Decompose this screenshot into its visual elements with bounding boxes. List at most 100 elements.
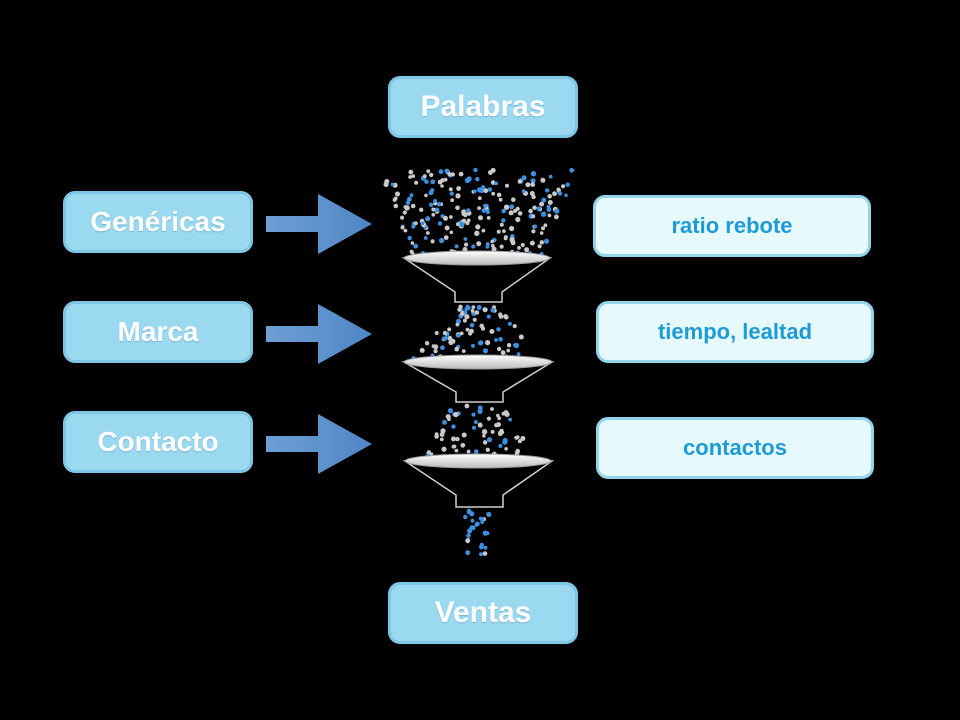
particle-dot — [521, 175, 527, 181]
particle-dot — [539, 231, 544, 235]
particle-dot — [448, 339, 454, 346]
particle-dot — [479, 544, 484, 550]
particle-dot — [426, 450, 431, 455]
particle-dot — [475, 224, 481, 230]
particle-dot — [499, 244, 504, 249]
particle-dot — [532, 205, 537, 210]
particle-dot — [485, 447, 490, 452]
particle-dot — [402, 210, 407, 215]
particle-dot — [557, 191, 563, 196]
particle-dot — [465, 305, 471, 311]
particle-dot — [392, 197, 397, 202]
particle-dot — [517, 211, 523, 216]
particle-dot — [455, 318, 462, 324]
particle-dot — [424, 341, 430, 346]
particle-dot — [447, 327, 452, 332]
particle-dot — [461, 432, 467, 438]
particle-dot — [468, 331, 473, 336]
particle-dot — [451, 424, 456, 429]
particle-dot — [455, 205, 460, 211]
particle-dot — [455, 436, 460, 442]
particle-dot — [443, 215, 448, 221]
particle-dot — [410, 203, 416, 209]
particle-dot — [530, 182, 535, 187]
particle-dot — [490, 167, 496, 173]
particle-dot — [529, 240, 535, 246]
particle-dot — [441, 446, 447, 452]
particle-dot — [471, 343, 475, 348]
metric-box-ratio-rebote: ratio rebote — [593, 195, 871, 257]
particle-dot — [470, 518, 475, 523]
arrow-icon-genericas — [266, 194, 372, 254]
particle-dot — [486, 511, 492, 517]
particle-dot — [473, 449, 479, 454]
particle-dot — [544, 238, 549, 244]
stage-box-marca: Marca — [63, 301, 253, 363]
particle-dot — [464, 314, 470, 320]
particle-dot — [443, 177, 448, 182]
arrow-icon-marca — [266, 304, 372, 364]
particle-dot — [543, 223, 548, 228]
particle-dot — [465, 220, 470, 226]
particle-dot — [439, 437, 444, 442]
particle-dot — [428, 202, 434, 207]
particle-dot — [447, 335, 453, 341]
particle-dot — [561, 184, 566, 189]
stage-box-genericas: Genéricas — [63, 191, 253, 253]
particle-dot — [485, 531, 490, 536]
particle-dot — [508, 417, 512, 422]
particle-dot — [430, 179, 436, 185]
particle-dot — [487, 187, 493, 192]
particle-dot — [448, 187, 453, 192]
particle-dot — [496, 346, 502, 352]
particle-dot — [439, 237, 445, 244]
particle-dot — [462, 318, 467, 323]
particle-dot — [547, 200, 553, 205]
particle-dot — [454, 448, 459, 453]
particle-dot — [539, 201, 545, 207]
particle-dot — [447, 408, 454, 414]
particle-dot — [461, 349, 466, 353]
particle-dot — [529, 191, 535, 196]
particle-dot — [533, 224, 538, 229]
particle-dot — [423, 236, 428, 240]
particle-dot — [565, 182, 570, 187]
particle-dot — [466, 208, 471, 213]
particle-dot — [425, 231, 430, 235]
particle-dot — [449, 215, 453, 219]
particle-dot — [445, 414, 451, 420]
particle-dot — [464, 403, 470, 409]
particle-dot — [483, 188, 489, 194]
particle-dot — [504, 411, 510, 417]
particle-dot — [479, 552, 483, 557]
particle-dot — [419, 207, 424, 212]
bottom-label-ventas: Ventas — [388, 582, 578, 644]
particle-dot — [496, 192, 502, 198]
particle-dot — [496, 327, 501, 332]
particle-dot — [437, 221, 443, 226]
particle-dot — [491, 246, 497, 252]
particle-dot — [512, 343, 517, 347]
particle-dot — [442, 330, 448, 336]
particle-dot — [478, 215, 483, 221]
particle-dot — [429, 172, 434, 178]
particle-dot — [431, 212, 436, 217]
particle-dot — [466, 508, 472, 513]
particle-dot — [466, 533, 471, 538]
particle-dot — [503, 236, 508, 241]
particle-dot — [509, 237, 515, 243]
particle-dot — [424, 193, 428, 198]
particle-dot — [525, 182, 531, 188]
particle-dot — [459, 311, 464, 316]
particle-dot — [437, 179, 443, 185]
particle-dot — [540, 177, 546, 183]
particle-dot — [530, 178, 536, 184]
particle-dot — [460, 442, 466, 448]
particle-dot — [507, 321, 512, 326]
particle-dot — [530, 171, 537, 177]
particle-dot — [472, 317, 477, 322]
particle-dot — [481, 208, 487, 213]
particle-dot — [564, 193, 568, 198]
particle-dot — [503, 204, 510, 210]
particle-dot — [477, 340, 483, 346]
